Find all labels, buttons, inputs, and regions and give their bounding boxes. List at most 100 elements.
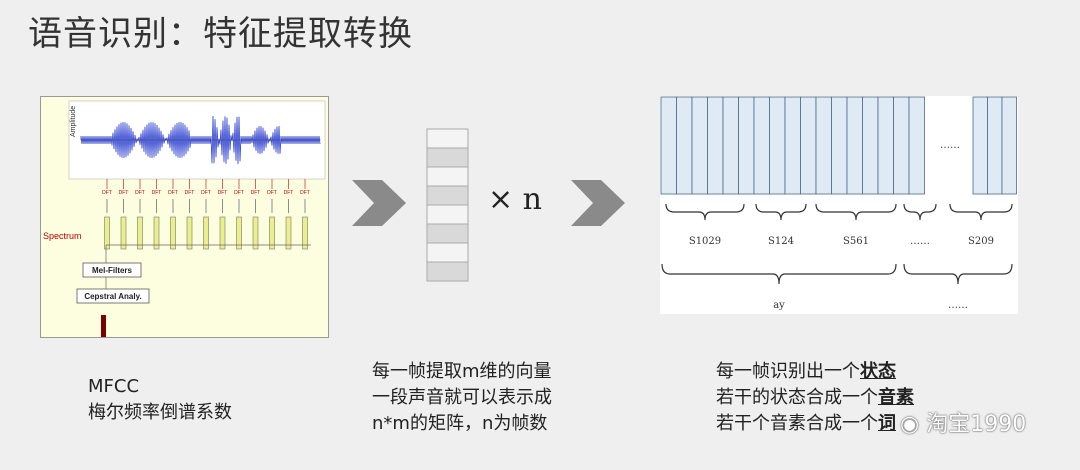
frame-column <box>769 96 786 195</box>
spectrum-bars <box>104 216 308 250</box>
frame-column <box>660 96 677 195</box>
brace <box>903 203 937 221</box>
waveform-ylabel: Amplitude <box>70 106 77 137</box>
dft-label: DFT <box>152 190 162 196</box>
page-title: 语音识别：特征提取转换 <box>28 14 413 54</box>
frame-column <box>862 96 879 195</box>
spectrum-bar <box>219 216 226 250</box>
brace <box>903 263 1013 285</box>
spectrum-bar <box>153 216 160 250</box>
spectrum-bar <box>285 216 292 250</box>
spectrum-bar <box>236 216 242 250</box>
frame-column <box>987 96 1003 195</box>
spectrum-bar <box>302 216 308 250</box>
mfcc-caption-line: MFCC <box>88 376 140 397</box>
vector-caption-line: 每一帧提取m维的向量 <box>372 361 552 382</box>
state-caption-line: 若干的状态合成一个音素 <box>716 387 914 408</box>
frame-column <box>893 96 910 195</box>
vector-cell <box>426 147 469 168</box>
brace <box>755 203 807 221</box>
spectrum-bar <box>120 216 127 250</box>
frame-column <box>722 96 739 195</box>
vector-cell <box>426 223 469 244</box>
watermark: ◉ 淘宝1990 <box>900 412 1027 437</box>
frame-column <box>691 96 708 195</box>
mel-filters-box <box>82 262 142 278</box>
arrow-right-icon <box>352 180 406 226</box>
dft-label: DFT <box>168 190 178 196</box>
spectrum-bar <box>252 216 259 250</box>
vector-cell <box>426 166 469 187</box>
mfcc-caption-line: 梅尔频率倒谱系数 <box>88 402 232 423</box>
arrow-right-icon <box>571 180 625 226</box>
frame-column <box>707 96 724 195</box>
state-caption: 每一帧识别出一个状态 若干的状态合成一个音素 若干个音素合成一个词 <box>716 359 914 437</box>
dft-label: DFT <box>201 190 211 196</box>
mfcc-output-bar <box>101 315 106 337</box>
frames-states-svg: …… S1029 S124 S561 …… S209 ay …… <box>660 96 1017 311</box>
dft-label: DFT <box>135 190 145 196</box>
feature-vector <box>426 128 469 282</box>
dft-label: DFT <box>300 190 310 196</box>
frames-ellipsis: …… <box>940 140 960 151</box>
vector-caption: 每一帧提取m维的向量 一段声音就可以表示成 n*m的矩阵，n为帧数 <box>372 359 552 437</box>
frame-column <box>800 96 817 195</box>
dft-label: DFT <box>251 190 261 196</box>
frame-column <box>676 96 693 195</box>
times-n-label: × n <box>488 182 542 217</box>
frame-column <box>877 96 894 195</box>
frame-column <box>738 96 755 195</box>
mfcc-pipeline-figure: Amplitude DFT DFT DFT DFT DFT DFT DFT DFT DFT DFT… <box>40 96 329 338</box>
dft-label: DFT <box>284 190 294 196</box>
frame-column <box>908 96 925 195</box>
dft-label: DFT <box>267 190 277 196</box>
vector-cell <box>426 185 469 206</box>
state-label: …… <box>910 236 930 247</box>
waveform <box>80 115 321 165</box>
cepstral-box <box>76 288 150 304</box>
spectrum-bar <box>137 216 143 250</box>
dft-label: DFT <box>102 190 112 196</box>
frame-column <box>972 96 988 195</box>
frame-column <box>784 96 801 195</box>
dft-label: DFT <box>185 190 195 196</box>
state-label: S561 <box>843 236 869 247</box>
phoneme-label: …… <box>948 300 968 311</box>
state-label: S1029 <box>689 236 721 247</box>
brace <box>665 203 745 221</box>
vector-caption-line: 一段声音就可以表示成 <box>372 387 552 408</box>
cepstral-label: Cepstral Analy. <box>84 292 141 301</box>
phoneme-label: ay <box>773 300 785 311</box>
state-label: S209 <box>968 236 994 247</box>
waveform-line <box>80 115 321 165</box>
state-label: S124 <box>768 236 794 247</box>
spectrum-bar <box>186 216 193 250</box>
spectrum-label: Spectrum <box>43 231 82 241</box>
phoneme-braces: ay …… <box>661 263 1013 311</box>
frame-columns <box>660 96 1017 195</box>
state-braces: S1029 S124 S561 …… S209 <box>665 203 1013 247</box>
brace <box>661 263 897 285</box>
vector-cell <box>426 128 469 149</box>
state-caption-line: 若干个音素合成一个词 <box>716 413 896 434</box>
frame-column <box>1001 96 1017 195</box>
frame-column <box>846 96 863 195</box>
dft-label: DFT <box>218 190 228 196</box>
spectrum-bar <box>170 216 176 250</box>
mel-filters-label: Mel-Filters <box>92 266 133 275</box>
state-caption-line: 每一帧识别出一个状态 <box>716 361 896 382</box>
vector-caption-line: n*m的矩阵，n为帧数 <box>372 413 548 434</box>
vector-cell <box>426 242 469 263</box>
brace <box>815 203 897 221</box>
spectrum-bar <box>104 216 110 250</box>
dft-label: DFT <box>119 190 129 196</box>
brace <box>949 203 1013 221</box>
vector-cell <box>426 261 469 282</box>
wechat-icon: ◉ <box>900 412 920 437</box>
frame-column <box>815 96 832 195</box>
frame-column <box>753 96 770 195</box>
spectrum-bar <box>203 216 209 250</box>
spectrum-bar <box>269 216 275 250</box>
mfcc-caption: MFCC 梅尔频率倒谱系数 <box>88 374 232 426</box>
